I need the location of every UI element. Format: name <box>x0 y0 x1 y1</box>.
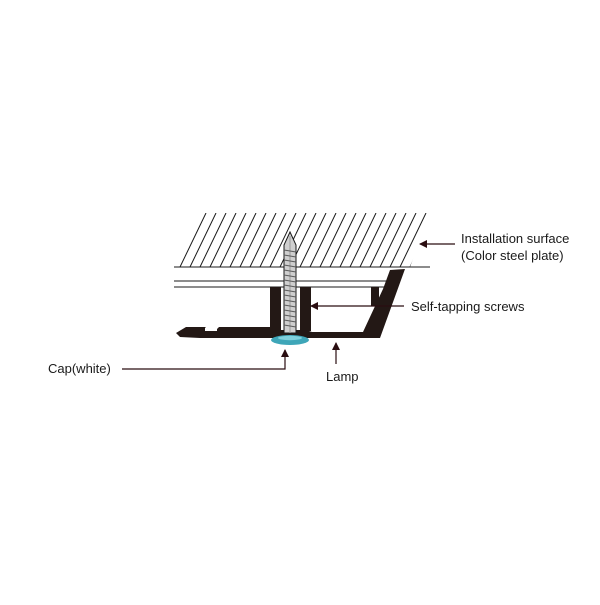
hatch-line <box>339 213 367 267</box>
hatch-line <box>229 213 257 267</box>
label-installation-surface-sub: (Color steel plate) <box>461 248 564 263</box>
screw-thread <box>283 249 297 253</box>
hatch-line <box>419 213 430 267</box>
profile-base <box>176 269 405 338</box>
hatch-line <box>174 213 177 267</box>
hatch-line <box>259 213 287 267</box>
profile-notch <box>205 328 217 331</box>
screw-thread <box>283 314 297 318</box>
hatch-line <box>174 213 197 267</box>
hatch-line <box>409 213 430 267</box>
screw-thread <box>283 269 297 273</box>
hatch-line <box>389 213 417 267</box>
hatch-line <box>429 213 430 267</box>
lamp-profile <box>176 269 405 338</box>
hatch-line <box>299 213 327 267</box>
screw-thread <box>283 279 297 283</box>
hatch-line <box>219 213 247 267</box>
screw-thread <box>283 319 297 323</box>
hatch-line <box>209 213 237 267</box>
screw-thread <box>283 294 297 298</box>
screw-thread <box>283 264 297 268</box>
hatch-line <box>319 213 347 267</box>
profile-left-boss <box>270 287 281 331</box>
screw-thread <box>283 259 297 263</box>
profile-right-wall <box>371 287 379 306</box>
cap-highlight <box>278 335 302 341</box>
hatch-line <box>349 213 377 267</box>
screw-thread <box>283 289 297 293</box>
hatch-line <box>239 213 267 267</box>
screw-thread <box>283 284 297 288</box>
label-installation-surface: Installation surface <box>461 231 569 246</box>
screw-thread <box>283 299 297 303</box>
hatch-line <box>359 213 387 267</box>
screw-thread <box>283 309 297 313</box>
label-lamp: Lamp <box>326 369 359 384</box>
hatch-line <box>399 213 427 267</box>
hatch-line <box>174 213 187 267</box>
label-cap: Cap(white) <box>48 361 111 376</box>
screw-thread <box>283 304 297 308</box>
installation-surface-hatch <box>174 213 430 267</box>
screw-thread <box>283 324 297 328</box>
hatch-line <box>269 213 297 267</box>
hatch-line <box>329 213 357 267</box>
leader-cap <box>122 349 289 370</box>
self-tapping-screw <box>283 230 297 334</box>
hatch-line <box>199 213 227 267</box>
profile-right-boss <box>300 287 311 331</box>
screw-thread <box>283 274 297 278</box>
hatch-line <box>249 213 277 267</box>
hatch-line <box>189 213 217 267</box>
screw-thread <box>283 254 297 258</box>
hatch-line <box>369 213 397 267</box>
hatch-line <box>309 213 337 267</box>
hatch-line <box>179 213 207 267</box>
label-self-tapping-screws: Self-tapping screws <box>411 299 525 314</box>
hatch-line <box>379 213 407 267</box>
